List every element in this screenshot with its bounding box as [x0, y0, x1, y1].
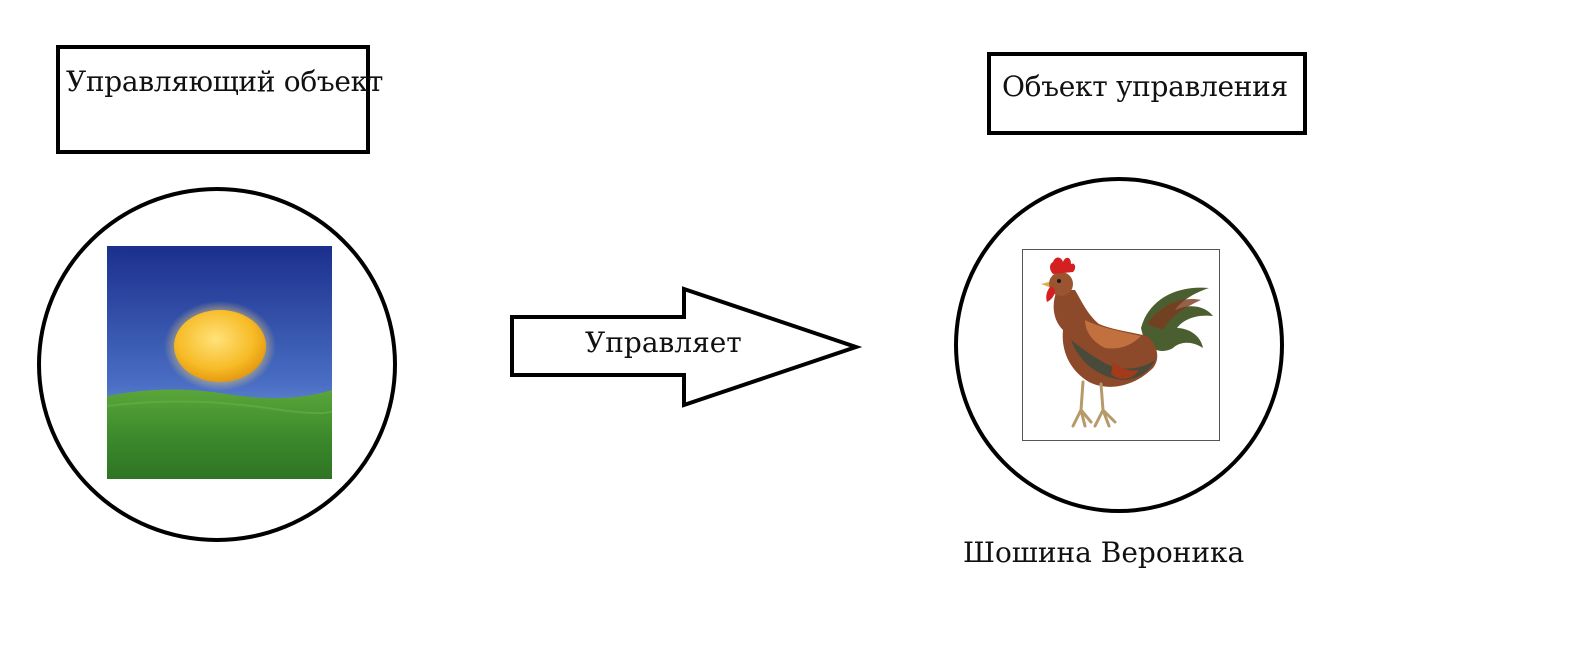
sun-over-field-icon — [107, 246, 332, 479]
rooster-icon — [1041, 257, 1213, 428]
controlled-label-box: Объект управления — [987, 52, 1307, 135]
controller-label: Управляющий объект — [66, 65, 384, 98]
arrow-right-icon — [510, 286, 863, 408]
author-name: Шошина Вероника — [963, 536, 1245, 569]
rooster-frame — [1022, 249, 1220, 441]
arrow-label: Управляет — [585, 326, 742, 359]
controller-label-box: Управляющий объект — [56, 45, 383, 154]
controlled-label: Объект управления — [1002, 70, 1288, 103]
